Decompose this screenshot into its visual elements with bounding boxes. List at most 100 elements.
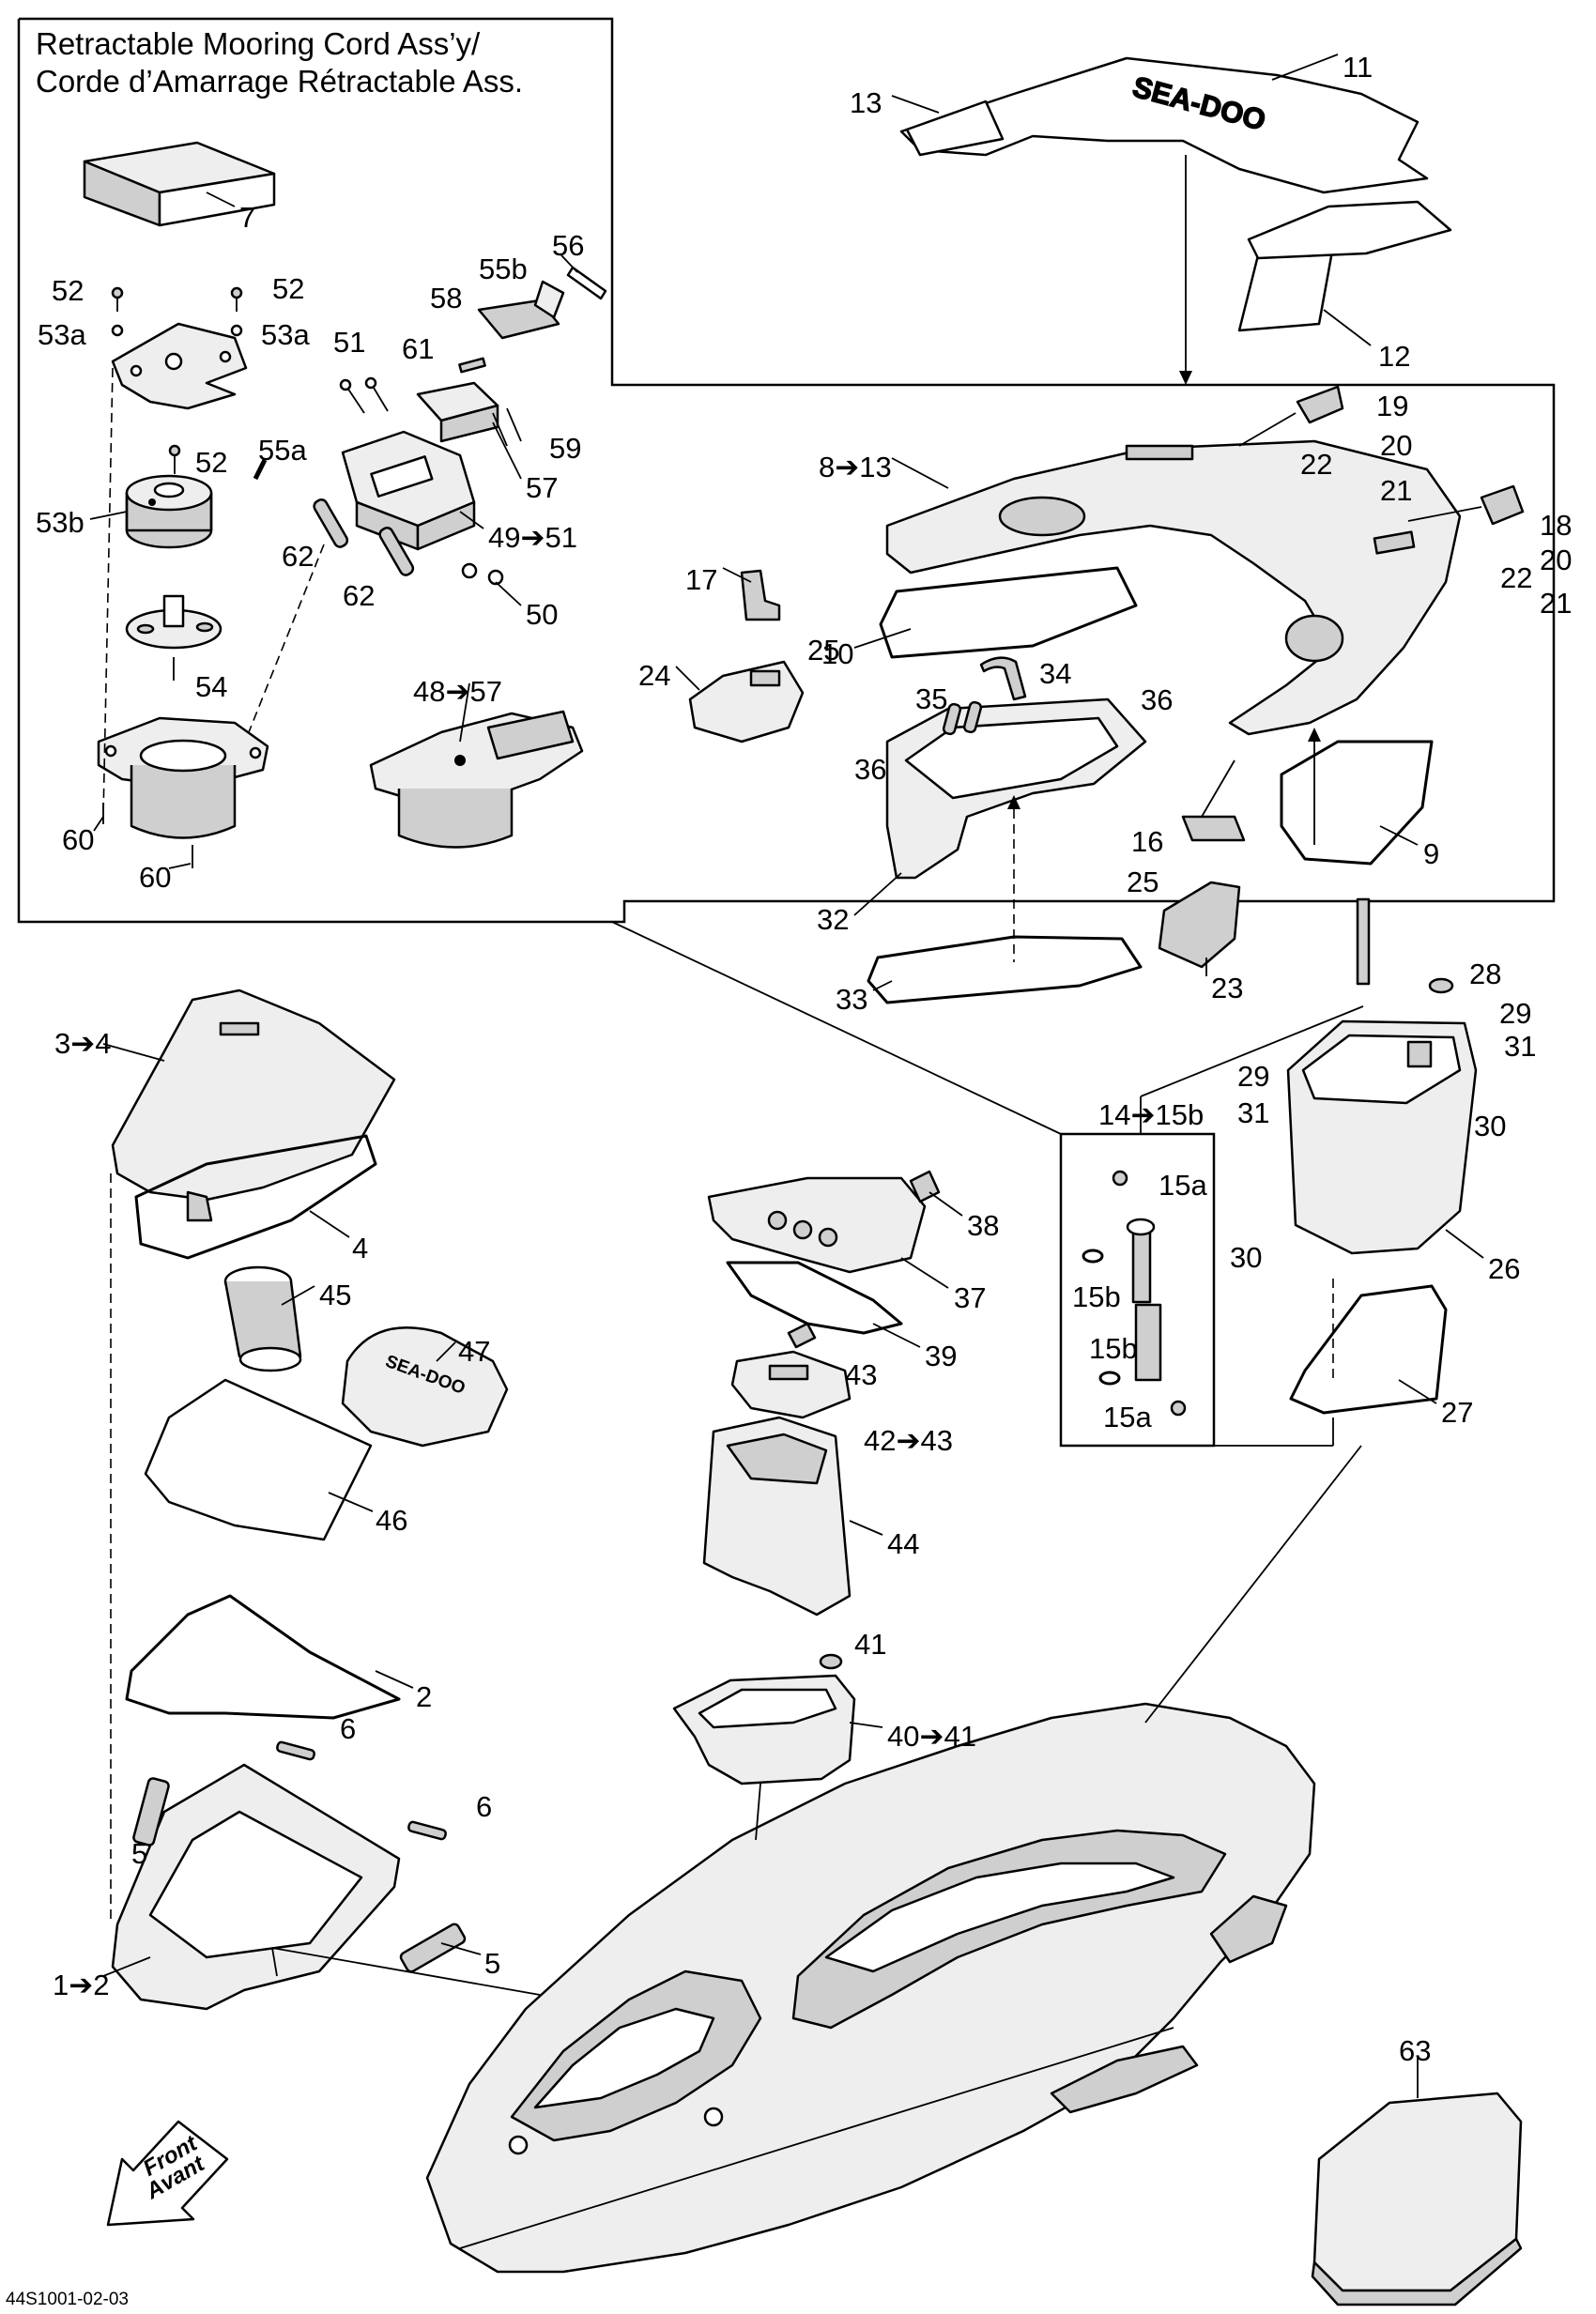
inset-title-en: Retractable Mooring Cord Ass’y/ xyxy=(36,26,481,61)
part-27-seal xyxy=(1289,1284,1448,1415)
part-23-bracket xyxy=(1158,881,1241,969)
callout-c-31a: 31 xyxy=(1504,1030,1536,1063)
part-53b-reel xyxy=(125,474,213,549)
part-44-liner xyxy=(702,1416,852,1617)
diagram-reference: 44S1001-02-03 xyxy=(6,2290,129,2309)
part-2-seal xyxy=(125,1594,401,1720)
callout-c-30b: 30 xyxy=(1230,1241,1262,1274)
callout-c-22a: 22 xyxy=(1300,448,1332,481)
part-54-disc xyxy=(125,594,223,681)
callout-c-21b: 21 xyxy=(1540,587,1572,620)
callout-c-15a-bot: 15a xyxy=(1103,1401,1152,1433)
callout-c-60b: 60 xyxy=(139,861,171,894)
callout-c-10: 10 xyxy=(821,637,853,670)
callout-c-53a-l: 53a xyxy=(38,318,86,351)
callout-c-24: 24 xyxy=(638,659,670,692)
part-16-latch xyxy=(1181,815,1246,842)
part-19-latch xyxy=(1296,385,1344,424)
callout-c-14-15b: 14➔15b xyxy=(1098,1098,1204,1131)
part-55b-tab xyxy=(533,280,565,319)
part-45-filter xyxy=(223,1265,302,1372)
callout-c-29a: 29 xyxy=(1499,997,1531,1030)
callout-c-46: 46 xyxy=(376,1504,407,1537)
callout-c-49-51: 49➔51 xyxy=(488,521,577,554)
callout-c-32: 32 xyxy=(817,903,849,936)
part-1-2-bin xyxy=(111,1763,401,2011)
callout-c-36a: 36 xyxy=(1141,683,1173,716)
callout-c-50: 50 xyxy=(526,598,558,631)
callout-c-33: 33 xyxy=(836,983,867,1016)
part-49-51-block xyxy=(341,430,476,551)
callout-c-20b: 20 xyxy=(1540,544,1572,576)
callout-c-2: 2 xyxy=(416,1680,432,1713)
callout-c-26: 26 xyxy=(1488,1252,1520,1285)
callout-c-9: 9 xyxy=(1423,837,1439,870)
callout-c-15b-bot: 15b xyxy=(1089,1332,1138,1365)
callout-c-6b: 6 xyxy=(476,1790,492,1823)
callout-c-11: 11 xyxy=(1343,51,1373,84)
callout-c-22b: 22 xyxy=(1500,561,1532,594)
callout-c-28: 28 xyxy=(1469,958,1501,990)
callout-c-27: 27 xyxy=(1441,1396,1473,1429)
part-9-seal xyxy=(1280,740,1434,866)
pin-55a xyxy=(253,458,268,481)
part-32-tray xyxy=(885,697,1147,880)
callout-c-25a: 25 xyxy=(807,634,839,667)
callout-c-12: 12 xyxy=(1378,340,1410,373)
callout-labels: 111312192220218➔131822202117252410353436… xyxy=(36,51,1572,2067)
part-4-seal xyxy=(134,1134,377,1260)
part-24-visor xyxy=(688,660,805,743)
parts-62-rollers xyxy=(313,498,415,576)
callout-c-55a: 55a xyxy=(258,434,307,467)
callout-c-17: 17 xyxy=(685,563,717,596)
callout-c-57a: 57 xyxy=(526,471,558,504)
callout-c-19: 19 xyxy=(1376,390,1408,422)
part-63-pad xyxy=(1311,2092,1523,2306)
part-11-decal: SEA-DOO xyxy=(899,56,1429,194)
callout-c-53a-r: 53a xyxy=(261,318,310,351)
part-8-13-cover xyxy=(885,439,1462,736)
callout-c-56: 56 xyxy=(552,229,584,262)
callout-c-52b: 52 xyxy=(272,272,304,305)
part-57-bracket xyxy=(416,381,499,443)
callout-c-35: 35 xyxy=(915,682,947,715)
callout-c-61: 61 xyxy=(402,332,434,365)
callout-c-52a: 52 xyxy=(52,274,84,307)
part-47-cover: SEA-DOO xyxy=(341,1326,509,1448)
part-60-housing xyxy=(97,716,269,839)
callout-c-36b: 36 xyxy=(854,753,886,786)
mooring-cord-box xyxy=(1059,1132,1216,1448)
callout-c-37: 37 xyxy=(954,1281,986,1314)
callout-c-16: 16 xyxy=(1131,825,1163,858)
callout-c-47: 47 xyxy=(458,1335,490,1368)
part-17-latch xyxy=(740,569,781,621)
callout-c-38: 38 xyxy=(967,1209,999,1242)
watercraft-hull xyxy=(425,1702,1316,2274)
parts-6-pins xyxy=(276,1740,447,1841)
screw-59 xyxy=(492,407,522,447)
callout-c-42-43: 42➔43 xyxy=(864,1424,953,1457)
part-61-pin xyxy=(458,357,486,374)
part-28-cap xyxy=(1428,977,1454,994)
callout-c-1-2: 1➔2 xyxy=(53,1969,109,2001)
callout-c-5a: 5 xyxy=(131,1837,147,1870)
parts-5-strips xyxy=(132,1777,467,1973)
callout-c-52c: 52 xyxy=(195,446,227,479)
callout-c-7: 7 xyxy=(239,201,255,234)
callout-c-53b: 53b xyxy=(36,506,84,539)
part-12-decal xyxy=(1237,200,1452,332)
screw-52c xyxy=(168,444,181,474)
part-spring-upper xyxy=(1356,897,1371,986)
part-13-decal xyxy=(905,100,1005,157)
callout-c-23: 23 xyxy=(1211,972,1243,1004)
callout-c-41a: 41 xyxy=(854,1628,886,1661)
part-58-lid xyxy=(477,299,560,340)
part-48-57-assembly xyxy=(369,710,584,849)
callout-c-43: 43 xyxy=(845,1358,877,1391)
callout-leaders xyxy=(89,54,1484,2098)
part-7-cover-box xyxy=(83,141,276,227)
callout-c-29b: 29 xyxy=(1237,1060,1269,1093)
part-40-41-bin xyxy=(672,1653,856,1785)
part-33-seal xyxy=(867,935,1143,1004)
